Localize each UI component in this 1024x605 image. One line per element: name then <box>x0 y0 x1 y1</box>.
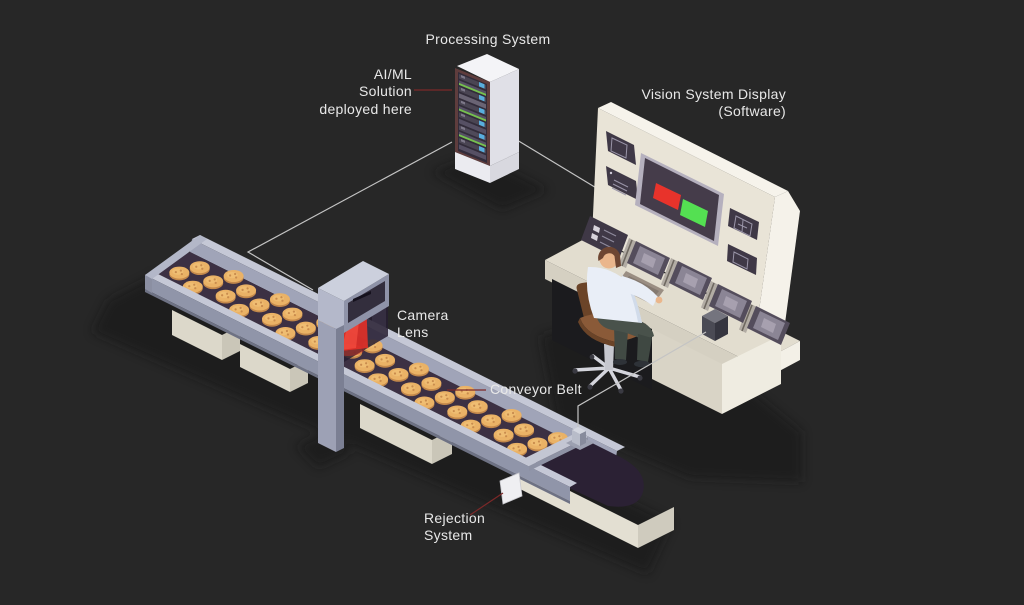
conveyor-left-endcap-side <box>145 275 152 293</box>
operator-hand <box>655 296 663 304</box>
desk-dividers <box>619 238 756 333</box>
console-base-side <box>722 335 781 414</box>
cookie <box>493 428 514 443</box>
screen-green-result <box>680 199 708 227</box>
gantry-column-side <box>336 325 344 452</box>
vision-system-screen <box>635 153 724 246</box>
server-strips <box>459 74 486 160</box>
rejection-flap <box>499 472 523 505</box>
desk-monitors <box>627 241 790 345</box>
operator <box>586 246 663 368</box>
label-camera-lens: Camera Lens <box>397 307 449 341</box>
cookie <box>400 382 421 397</box>
console-base-front <box>652 329 722 414</box>
wire-console-to-rejection <box>577 331 707 433</box>
conveyor-supports <box>172 310 674 548</box>
cookie <box>421 377 442 391</box>
console-wall-side <box>758 191 800 331</box>
pointer-rejection <box>469 492 504 516</box>
cookie <box>514 423 535 438</box>
label-vision-system-display: Vision System Display (Software) <box>641 86 786 120</box>
wall-panel-small-1 <box>606 131 636 165</box>
screen-red-result <box>653 183 681 210</box>
operator-leg-back <box>614 326 628 360</box>
cookie <box>203 275 224 290</box>
wall-panel-small-3 <box>728 208 759 240</box>
rack-base-side <box>490 152 519 183</box>
cookie <box>481 414 502 429</box>
cookie <box>249 298 270 313</box>
label-processing-system: Processing System <box>425 31 551 47</box>
rack-side <box>490 69 519 166</box>
operator-torso <box>586 266 642 323</box>
system-wires <box>246 136 599 291</box>
cookie <box>467 400 488 415</box>
label-rejection-system: Rejection System <box>424 510 486 544</box>
wall-panel-small-2 <box>606 166 638 200</box>
cookie <box>189 261 210 276</box>
cookie <box>269 293 290 307</box>
far-rail-top <box>192 235 625 451</box>
rejection-crossband-top <box>519 432 588 466</box>
cookie <box>282 307 303 322</box>
camera-gantry <box>318 261 389 452</box>
cookies-on-belt <box>169 261 568 457</box>
cookie <box>447 405 468 420</box>
near-rail-lip <box>145 289 570 504</box>
belt-end-roller <box>533 441 644 507</box>
gantry-front-face <box>318 288 344 333</box>
rack-base-front <box>455 152 490 183</box>
label-conveyor-belt: Conveyor Belt <box>490 381 582 397</box>
label-aiml-solution: AI/ML Solution deployed here <box>319 66 412 117</box>
cookie <box>215 289 236 304</box>
cookie <box>354 359 375 374</box>
conveyor-left-endcap <box>145 235 207 279</box>
label-pointer-lines <box>414 89 504 516</box>
conveyor-belt-assembly <box>145 235 674 548</box>
cookie <box>375 353 396 368</box>
cookie <box>223 270 244 284</box>
cookie <box>275 327 296 341</box>
near-rail-top <box>145 271 577 487</box>
cookie <box>236 284 257 299</box>
near-rail-face <box>145 275 570 501</box>
wall-panel-small-4 <box>727 244 757 275</box>
cookie <box>169 266 190 281</box>
desk-relay-box <box>702 309 728 341</box>
operator-pants <box>596 314 654 341</box>
server-rack <box>455 54 519 183</box>
cookie <box>527 437 548 452</box>
rejection-bracket <box>566 427 594 450</box>
wire-rack-to-camera <box>246 141 453 291</box>
console-wall-top <box>598 102 788 197</box>
cookie <box>408 362 429 377</box>
gantry-top-face <box>318 261 389 301</box>
camera-housing-panel <box>348 281 385 323</box>
wire-rack-to-console <box>511 136 599 190</box>
desk-control-panel <box>581 216 628 259</box>
far-rail-face <box>190 239 617 464</box>
cookie <box>434 391 455 405</box>
cookie <box>295 321 316 336</box>
camera-lens-slot <box>353 291 371 302</box>
cookie <box>261 312 282 327</box>
cookie <box>501 409 522 423</box>
cookie <box>455 385 476 400</box>
rack-top <box>457 54 519 82</box>
operator-arm <box>616 276 658 306</box>
gantry-column-front <box>318 320 336 452</box>
cookie <box>388 368 409 382</box>
operator-hair <box>598 246 621 268</box>
